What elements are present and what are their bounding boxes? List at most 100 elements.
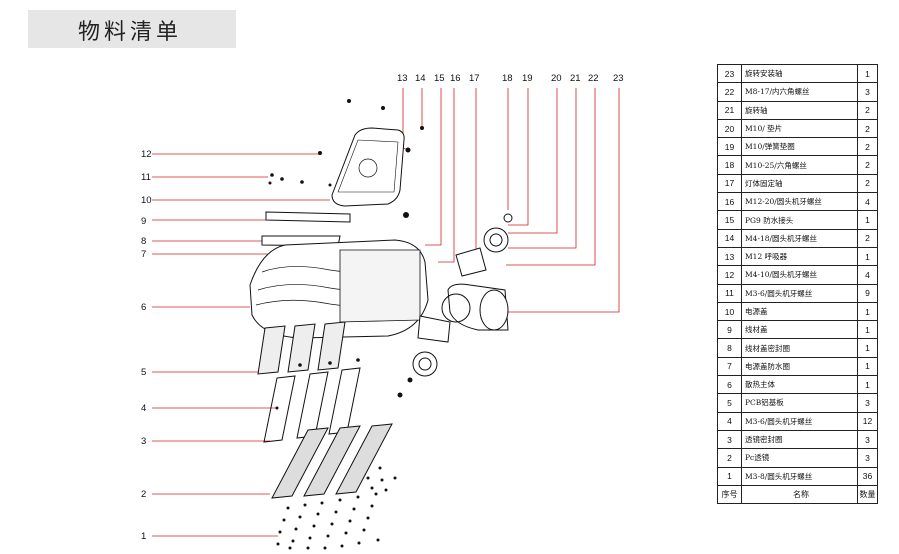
bom-cell-name: 旋转安装轴 (741, 63, 858, 84)
bom-cell-qty: 1 (857, 375, 878, 395)
callout-16: 16 (450, 73, 461, 84)
bom-cell-name: M10-25/六角螺丝 (741, 155, 858, 175)
bom-cell-name: 散热主体 (741, 375, 858, 395)
bom-cell-qty: 9 (857, 283, 878, 303)
callout-3: 3 (141, 436, 146, 447)
left-callouts: 12 11 10 9 8 7 6 5 4 3 2 1 (141, 149, 152, 542)
bom-cell-no: 3 (717, 429, 742, 450)
bom-cell-qty: 4 (857, 192, 878, 212)
bom-cell-name: 线材盖密封圈 (741, 338, 858, 358)
bom-cell-no: 8 (717, 338, 742, 358)
bom-cell-name: M4-10/圆头机牙螺丝 (741, 265, 858, 285)
bom-cell-qty: 1 (857, 301, 878, 322)
bom-cell-qty: 2 (857, 137, 878, 157)
callout-11: 11 (141, 172, 151, 183)
power-cover (331, 127, 405, 207)
wire-cover (265, 211, 351, 223)
pc-lens-1 (271, 427, 329, 499)
bom-cell-no: 17 (717, 173, 742, 194)
bom-cell-name: M3-6/圆头机牙螺丝 (741, 283, 858, 303)
spring-washer (503, 213, 513, 223)
bom-cell-name: PCB铝基板 (741, 393, 858, 413)
bom-cell-name: M3-8/圆头机牙螺丝 (741, 466, 858, 486)
bom-cell-qty: 1 (857, 338, 878, 358)
callout-19: 19 (522, 73, 533, 84)
top-callouts: 13 14 15 16 17 18 19 20 21 22 23 (397, 73, 624, 84)
callout-15: 15 (434, 73, 445, 84)
bom-cell-qty: 12 (857, 411, 878, 431)
bom-cell-no: 23 (717, 63, 742, 84)
bom-cell-no: 15 (717, 210, 742, 230)
bom-cell-no: 18 (717, 155, 742, 175)
bom-cell-qty: 1 (857, 356, 878, 377)
callout-2: 2 (141, 489, 146, 500)
pcb-board-3 (317, 321, 346, 371)
bom-cell-name: 透镜密封圈 (741, 429, 858, 450)
bom-cell-name: M3-6/圆头机牙螺丝 (741, 411, 858, 431)
screws-m3-8 (276, 466, 397, 550)
bom-cell-name: 电源盖 (741, 301, 858, 322)
bom-cell-no: 6 (717, 375, 742, 395)
bom-cell-no: 20 (717, 118, 742, 139)
bom-header-qty: 数量 (857, 484, 878, 505)
bom-cell-no: 2 (717, 448, 742, 468)
callout-5: 5 (141, 367, 146, 378)
bom-cell-no: 22 (717, 82, 742, 102)
bom-cell-no: 7 (717, 356, 742, 377)
bom-cell-name: M10/ 垫片 (741, 118, 858, 139)
page-title: 物料清单 (78, 20, 183, 45)
bom-cell-qty: 4 (857, 265, 878, 285)
bom-cell-no: 9 (717, 320, 742, 340)
bom-cell-name: 电源盖防水圈 (741, 356, 858, 377)
bom-cell-name: Pc透镜 (741, 448, 858, 468)
bom-cell-qty: 2 (857, 155, 878, 175)
lower-clamp (417, 315, 451, 343)
callout-8: 8 (141, 236, 146, 247)
hardware-dots (268, 99, 424, 410)
callout-14: 14 (415, 73, 426, 84)
rotating-shaft (483, 227, 509, 253)
callout-6: 6 (141, 302, 146, 313)
bom-cell-qty: 2 (857, 228, 878, 248)
bom-cell-no: 16 (717, 192, 742, 212)
bom-cell-name: M8-17/内六角螺丝 (741, 82, 858, 102)
callout-12: 12 (141, 149, 152, 160)
bom-cell-qty: 1 (857, 63, 878, 84)
bom-cell-no: 11 (717, 283, 742, 303)
callout-7: 7 (141, 249, 146, 260)
bom-cell-no: 19 (717, 137, 742, 157)
callout-20: 20 (551, 73, 562, 84)
bom-cell-qty: 3 (857, 82, 878, 102)
bom-header-row: 序号名称数量 (717, 484, 878, 505)
callout-10: 10 (141, 195, 152, 206)
bom-cell-qty: 3 (857, 393, 878, 413)
top-leaders (402, 88, 620, 313)
callout-23: 23 (613, 73, 624, 84)
lens-seal-1 (263, 375, 296, 443)
bom-cell-no: 14 (717, 228, 742, 248)
bom-cell-name: 线材盖 (741, 320, 858, 340)
bom-cell-no: 5 (717, 393, 742, 413)
bom-cell-name: M12 呼吸器 (741, 246, 858, 267)
pc-lens-2 (303, 425, 361, 497)
